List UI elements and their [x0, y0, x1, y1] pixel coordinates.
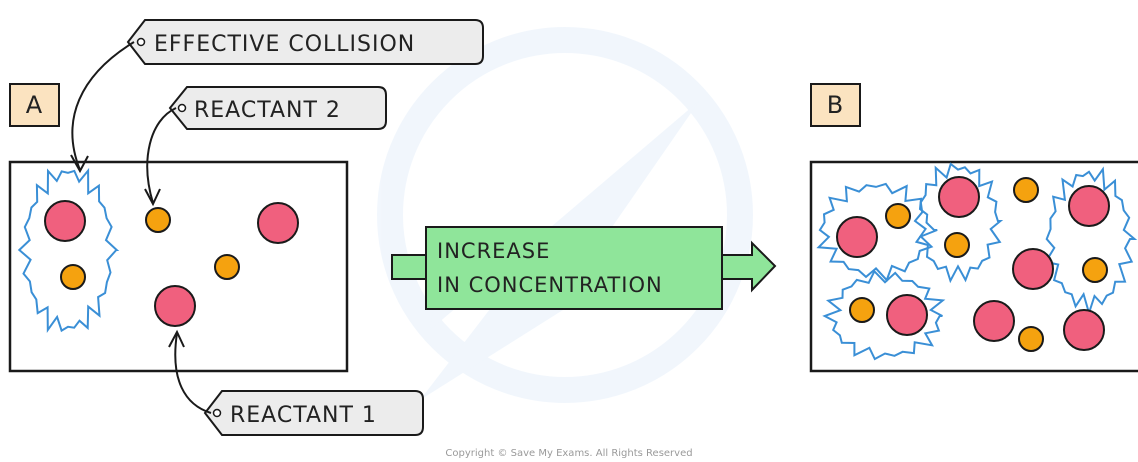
effective-collision-label: EFFECTIVE COLLISION	[70, 19, 484, 174]
effective-collision-pointer	[71, 41, 135, 171]
reactant-2-particle	[145, 207, 171, 233]
effective-collision-text: EFFECTIVE COLLISION	[154, 32, 415, 57]
effective-collision-outline	[816, 182, 938, 282]
tag-hole	[136, 37, 146, 47]
effective-collision-outline	[913, 162, 1004, 284]
reactant-2-particle	[1013, 177, 1039, 203]
tag-hole	[212, 408, 222, 418]
reactant-2-particle	[214, 254, 240, 280]
watermark-logo	[377, 27, 753, 403]
effective-collision-tag	[126, 19, 484, 65]
increase-concentration-arrow: INCREASE IN CONCENTRATION	[391, 226, 777, 310]
reactant-1-particle	[44, 200, 86, 242]
reactant-1-particle	[886, 294, 928, 336]
arrowhead	[168, 329, 185, 348]
arrowhead	[144, 188, 161, 207]
arrow-body	[425, 226, 723, 310]
reactant-1-particle	[836, 216, 878, 258]
panel-a: A	[8, 83, 349, 373]
reactant-1-tag	[203, 390, 424, 436]
panel-b-letter-box	[810, 83, 861, 127]
reactant-1-label: REACTANT 1	[168, 329, 424, 436]
reactant-2-particle	[60, 264, 86, 290]
arrow-head	[721, 240, 777, 293]
panel-a-container	[8, 160, 349, 373]
tag-hole	[177, 103, 187, 113]
effective-collision-outline	[1044, 166, 1138, 317]
reactant-2-particle	[1082, 257, 1108, 283]
reactant-1-particle	[1068, 185, 1110, 227]
reactant-2-particle	[1018, 326, 1044, 352]
reactant-1-pointer	[174, 332, 212, 414]
reactant-1-text: REACTANT 1	[230, 403, 377, 428]
panel-b: B	[809, 83, 1138, 373]
reactant-1-particle	[973, 300, 1015, 342]
reactant-1-particle	[1012, 248, 1054, 290]
reactant-1-particle	[1063, 309, 1105, 351]
effective-collision-outline	[822, 269, 946, 361]
reactant-2-particle	[849, 297, 875, 323]
reactant-2-particle	[885, 203, 911, 229]
reactant-2-particle	[944, 232, 970, 258]
panel-a-letter: A	[26, 91, 43, 119]
reactant-1-particle	[154, 285, 196, 327]
reactant-1-particle	[938, 176, 980, 218]
copyright-text: Copyright © Save My Exams. All Rights Re…	[445, 448, 692, 459]
panel-b-letter: B	[827, 91, 843, 119]
reactant-2-label: REACTANT 2	[144, 86, 387, 207]
arrowhead	[70, 154, 89, 174]
arrow-tail	[391, 254, 427, 280]
reactant-2-text: REACTANT 2	[194, 98, 341, 123]
panel-b-container	[809, 160, 1138, 373]
reactant-1-particle	[257, 202, 299, 244]
arrow-text-line2: IN CONCENTRATION	[437, 273, 663, 297]
reactant-2-tag	[168, 86, 387, 130]
effective-collision-outline	[17, 167, 120, 333]
reactant-2-pointer	[146, 107, 177, 204]
panel-a-letter-box	[9, 83, 60, 127]
arrow-text-line1: INCREASE	[437, 239, 550, 263]
